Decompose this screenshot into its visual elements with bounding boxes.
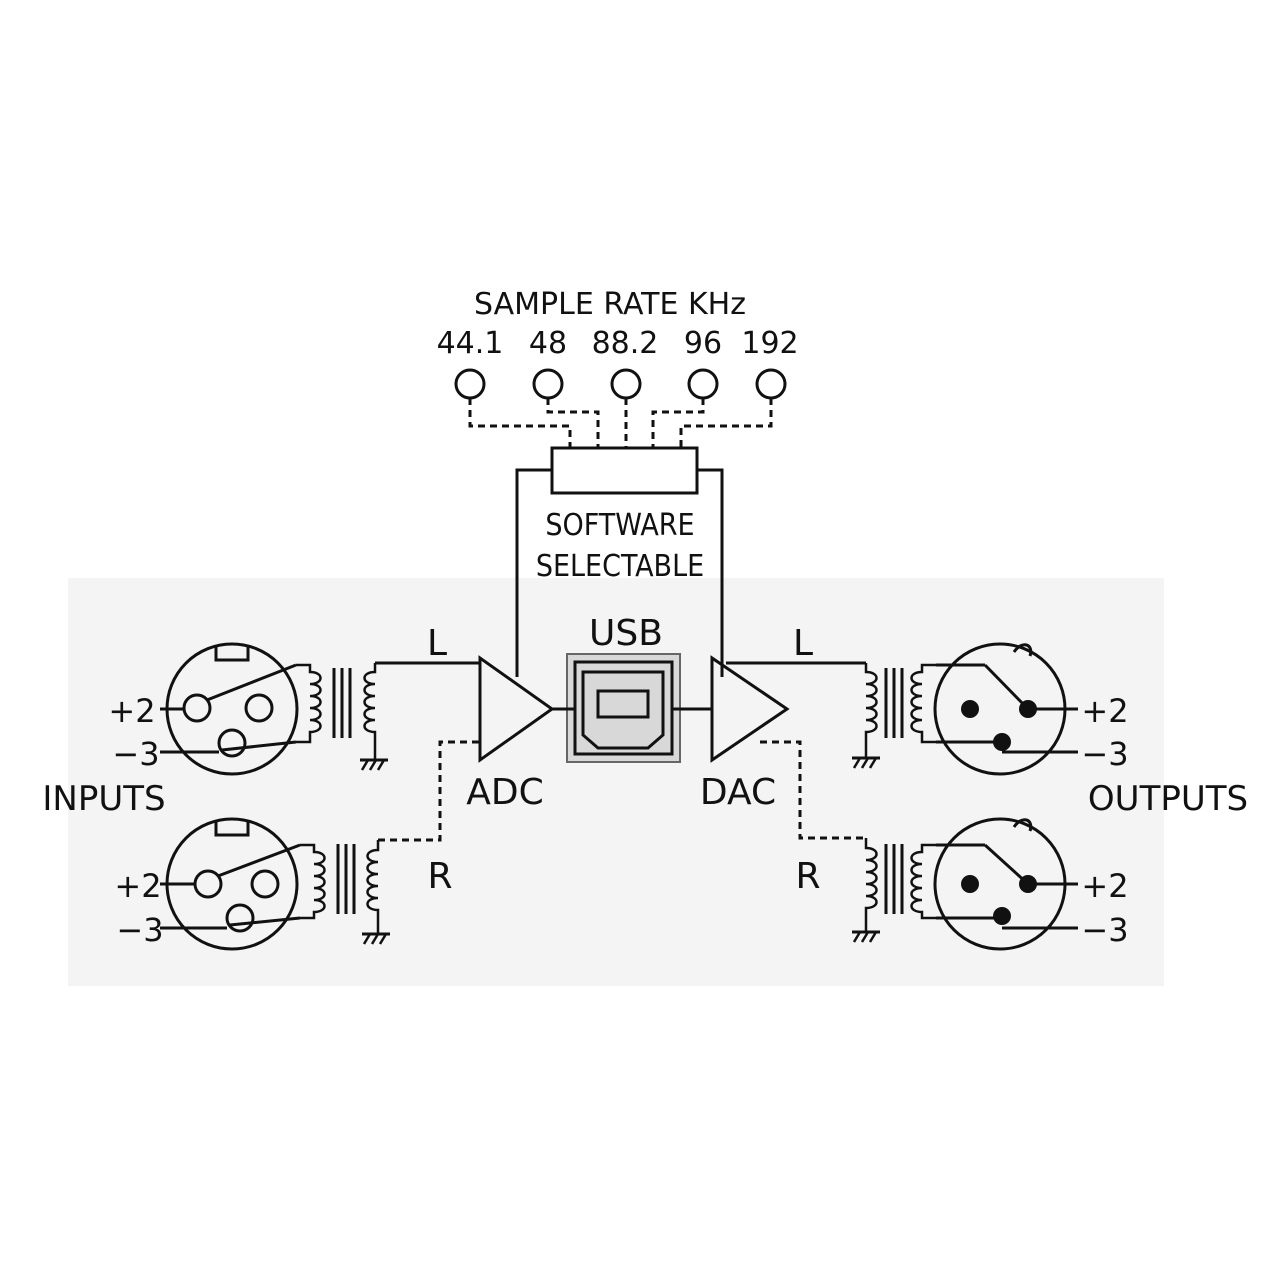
rate-selector-wiring bbox=[468, 398, 773, 448]
output-right-xlr-male-icon bbox=[933, 817, 1067, 951]
inputs-label: INPUTS bbox=[42, 779, 165, 819]
output-right-pin-plus: +2 bbox=[1081, 867, 1128, 905]
input-left-pin-plus: +2 bbox=[108, 692, 155, 730]
rate-indicator-88-2 bbox=[610, 368, 642, 400]
input-right-transformer-icon bbox=[300, 840, 390, 945]
rate-label-44-1: 44.1 bbox=[437, 326, 504, 361]
input-right-channel-label: R bbox=[427, 856, 452, 897]
output-right-pin-minus: −3 bbox=[1081, 911, 1128, 949]
rate-indicator-96 bbox=[687, 368, 719, 400]
rate-indicator-192 bbox=[755, 368, 787, 400]
output-left-channel-label: L bbox=[793, 623, 813, 664]
rate-selector-block bbox=[550, 446, 699, 495]
selectable-label: SELECTABLE bbox=[536, 549, 704, 584]
outputs-label: OUTPUTS bbox=[1088, 779, 1248, 819]
rate-label-192: 192 bbox=[741, 326, 798, 361]
input-left-channel-label: L bbox=[427, 623, 447, 664]
usb-label: USB bbox=[589, 613, 663, 654]
adc-control-line bbox=[515, 468, 552, 677]
adc-label: ADC bbox=[466, 772, 543, 813]
rate-label-48: 48 bbox=[529, 326, 567, 361]
sample-rate-title: SAMPLE RATE KHz bbox=[474, 287, 746, 322]
input-left-pin-minus: −3 bbox=[112, 735, 159, 773]
software-label: SOFTWARE bbox=[545, 508, 694, 543]
dac-label: DAC bbox=[700, 772, 776, 813]
input-right-pin-plus: +2 bbox=[114, 867, 161, 905]
output-left-pin-minus: −3 bbox=[1081, 735, 1128, 773]
output-right-transformer-icon bbox=[852, 838, 936, 943]
input-left-transformer-icon bbox=[296, 663, 388, 771]
dac-control-line bbox=[697, 468, 724, 677]
adc-amplifier-icon bbox=[478, 655, 555, 763]
rate-indicator-48-selected bbox=[532, 368, 564, 400]
rate-indicator-44-1 bbox=[454, 368, 486, 400]
output-right-channel-label: R bbox=[795, 856, 820, 897]
output-right-line bbox=[760, 740, 866, 840]
rate-label-88-2: 88.2 bbox=[592, 326, 659, 361]
input-right-line bbox=[378, 740, 480, 842]
output-left-xlr-male-icon bbox=[933, 642, 1067, 776]
usb-port-icon bbox=[566, 653, 681, 763]
dac-amplifier-icon bbox=[710, 655, 790, 763]
rate-label-96: 96 bbox=[684, 326, 722, 361]
input-right-pin-minus: −3 bbox=[116, 911, 163, 949]
output-left-transformer-icon bbox=[852, 663, 936, 769]
output-left-pin-plus: +2 bbox=[1081, 692, 1128, 730]
